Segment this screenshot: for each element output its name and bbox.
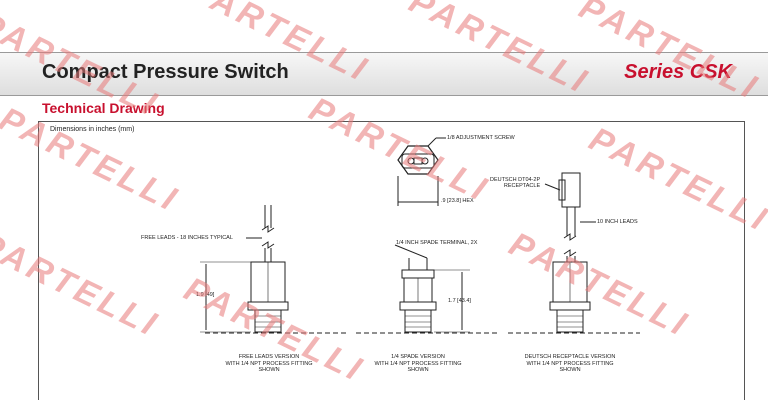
callout-hex: .9 [23.8] HEX <box>441 198 474 204</box>
free-leads-switch <box>200 205 289 333</box>
caption-free-leads: FREE LEADS VERSION WITH 1/4 NPT PROCESS … <box>225 354 313 373</box>
callout-spade-terminal: 1/4 INCH SPADE TERMINAL, 2X <box>396 240 478 246</box>
page-title: Compact Pressure Switch <box>42 61 289 83</box>
dimension-spade: 1.7 [43.4] <box>448 298 471 304</box>
callout-deutsch-receptacle: DEUTSCH DT04-2P RECEPTACLE <box>490 177 541 189</box>
top-view-hex <box>397 137 446 206</box>
section-heading: Technical Drawing <box>42 100 165 116</box>
top-band <box>0 0 768 52</box>
drawing-frame <box>38 121 745 400</box>
caption-deutsch: DEUTSCH RECEPTACLE VERSION WITH 1/4 NPT … <box>524 354 616 373</box>
callout-ten-inch-leads: 10 INCH LEADS <box>597 219 638 225</box>
callout-free-leads-length: FREE LEADS - 18 INCHES TYPICAL <box>141 235 233 241</box>
dimension-free-leads: 1.9 [49] <box>196 292 215 298</box>
deutsch-switch <box>544 172 596 333</box>
series-name: Series CSK <box>624 61 732 83</box>
header-bar: Compact Pressure Switch Series CSK <box>0 52 768 96</box>
callout-adjustment-screw: 1/8 ADJUSTMENT SCREW <box>447 135 515 141</box>
caption-spade: 1/4 SPADE VERSION WITH 1/4 NPT PROCESS F… <box>374 354 462 373</box>
spade-switch <box>394 244 470 333</box>
units-note: Dimensions in inches (mm) <box>50 126 135 133</box>
